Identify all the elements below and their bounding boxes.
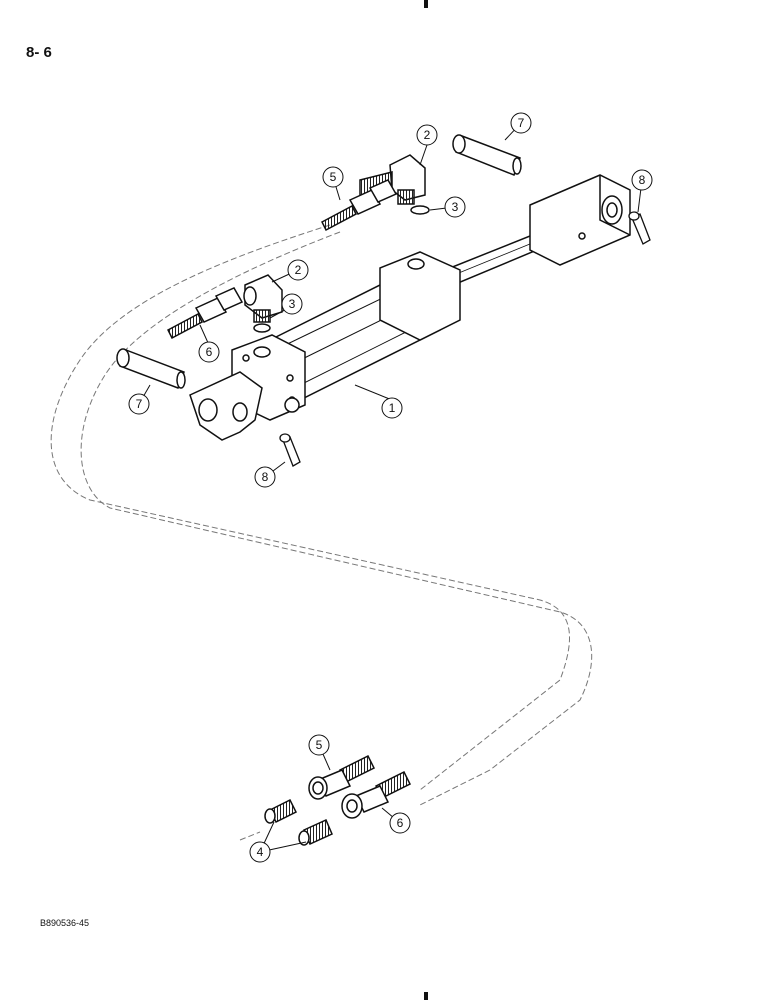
svg-text:7: 7 xyxy=(136,397,143,411)
svg-text:3: 3 xyxy=(289,297,296,311)
pin-lower xyxy=(116,348,186,389)
callout-3-upper: 3 xyxy=(444,196,466,218)
hose-fitting-upper-5 xyxy=(321,179,398,232)
cotter-pin-left xyxy=(279,433,301,467)
svg-text:2: 2 xyxy=(424,128,431,142)
callout-2-lower: 2 xyxy=(287,259,309,281)
callout-2-upper: 2 xyxy=(416,124,438,146)
document-code: B890536-45 xyxy=(40,918,90,928)
hose-fitting-lower-5 xyxy=(308,754,376,800)
callout-7-upper: 7 xyxy=(510,112,532,134)
hose-fitting-lower-6 xyxy=(341,770,412,819)
adapter-fitting-4a xyxy=(264,798,298,824)
hose-fitting-upper-6 xyxy=(167,287,244,340)
svg-text:3: 3 xyxy=(452,200,459,214)
callout-4: 4 xyxy=(249,841,271,863)
svg-text:5: 5 xyxy=(316,738,323,752)
o-ring-lower xyxy=(253,323,271,333)
cotter-pin-right xyxy=(628,211,651,245)
elbow-fitting-lower xyxy=(243,274,283,323)
callout-3-lower: 3 xyxy=(281,293,303,315)
callout-7-lower: 7 xyxy=(128,393,150,415)
top-registration-mark xyxy=(424,0,428,8)
svg-text:1: 1 xyxy=(389,401,396,415)
callout-5-lower: 5 xyxy=(308,734,330,756)
elbow-fitting-upper xyxy=(359,154,426,205)
svg-text:7: 7 xyxy=(518,116,525,130)
bottom-registration-mark xyxy=(424,992,428,1000)
svg-text:5: 5 xyxy=(330,170,337,184)
svg-text:6: 6 xyxy=(397,816,404,830)
callout-6-upper: 6 xyxy=(198,341,220,363)
callout-8-right: 8 xyxy=(631,169,653,191)
svg-text:8: 8 xyxy=(639,173,646,187)
hose-lines xyxy=(50,224,593,841)
pin-upper xyxy=(452,134,522,176)
svg-text:4: 4 xyxy=(257,845,264,859)
hydraulic-cylinder xyxy=(189,174,631,441)
callout-6-lower: 6 xyxy=(389,812,411,834)
callout-1: 1 xyxy=(381,397,403,419)
callout-5-upper: 5 xyxy=(322,166,344,188)
o-ring-upper xyxy=(410,205,430,215)
adapter-fitting-4b xyxy=(298,819,333,846)
svg-text:2: 2 xyxy=(295,263,302,277)
callout-8-left: 8 xyxy=(254,466,276,488)
svg-text:6: 6 xyxy=(206,345,213,359)
svg-text:8: 8 xyxy=(262,470,269,484)
page-label: 8- 6 xyxy=(26,44,52,61)
